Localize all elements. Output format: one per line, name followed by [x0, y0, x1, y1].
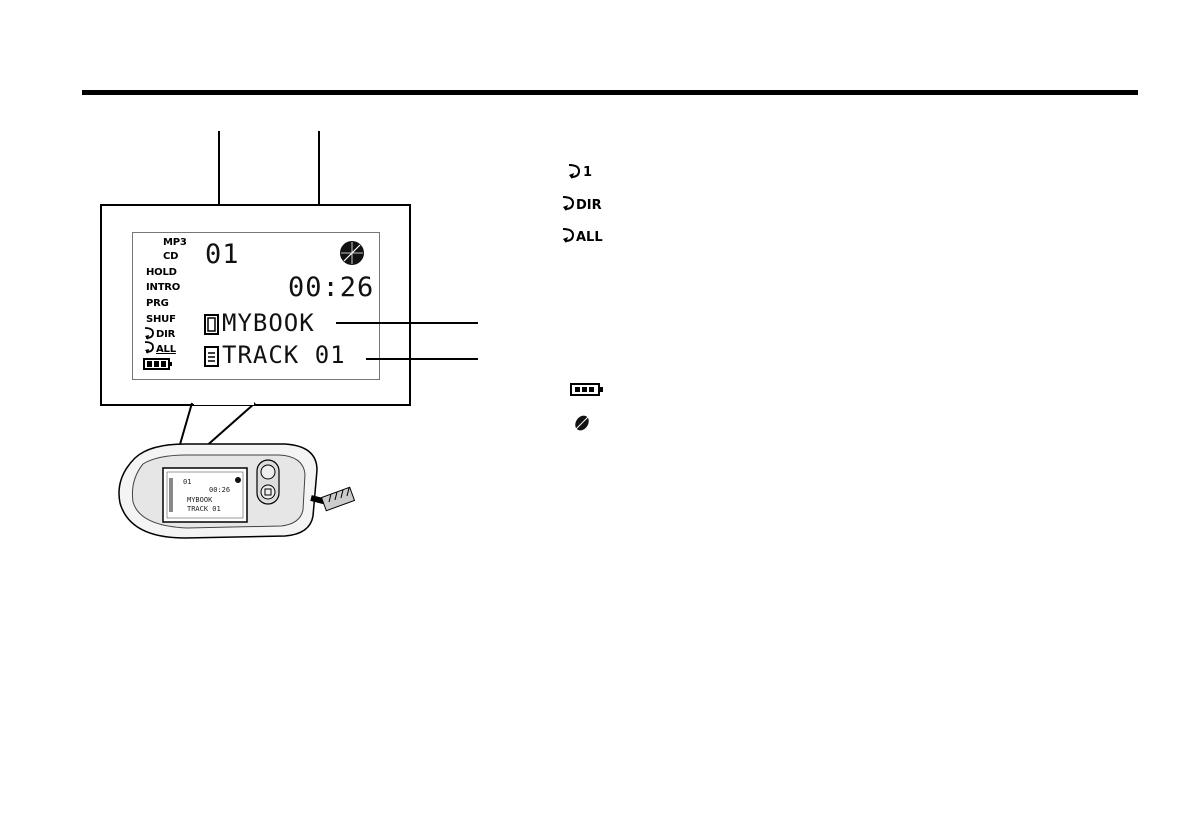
callout-line-track-number [218, 131, 220, 243]
legend-repeat-one: 1 [583, 165, 593, 180]
indicator-mp3: MP3 [163, 237, 187, 248]
legend-repeat-all: ALL [576, 230, 603, 245]
lcd-screen [132, 232, 380, 380]
repeat-arrow-icon [144, 341, 154, 354]
disc-icon [340, 241, 364, 265]
device-cable-connector [320, 486, 356, 512]
device-elapsed-time: 00:26 [209, 486, 230, 494]
repeat-one-icon [568, 164, 581, 179]
battery-icon [143, 358, 172, 370]
repeat-arrow-icon [144, 327, 154, 340]
folder-icon [204, 314, 219, 335]
device-folder-name: MYBOOK [187, 496, 213, 504]
callout-line-folder-name [336, 322, 478, 324]
indicator-prg: PRG [146, 298, 169, 309]
legend-disc-icon [575, 415, 589, 431]
lcd-elapsed-time: 00:26 [288, 272, 375, 303]
repeat-dir-icon [562, 196, 575, 211]
device-file-name: TRACK 01 [187, 505, 221, 513]
repeat-all-icon [562, 228, 575, 243]
device-stop-button [260, 484, 276, 500]
indicator-shuf: SHUF [146, 314, 176, 325]
stop-icon [264, 488, 272, 496]
file-icon [204, 346, 219, 367]
device-disc-icon [235, 477, 241, 483]
legend-battery-icon [570, 383, 603, 396]
lcd-track-number: 01 [205, 239, 240, 270]
device-play-button [260, 464, 276, 480]
lcd-folder-name: MYBOOK [222, 309, 315, 337]
indicator-hold: HOLD [146, 267, 177, 278]
device-indicator-column [169, 478, 173, 512]
device-track-number: 01 [183, 478, 191, 486]
lcd-file-name: TRACK 01 [222, 341, 346, 369]
legend-repeat-dir: DIR [576, 198, 602, 213]
callout-line-file-name [366, 358, 478, 360]
indicator-dir: DIR [156, 329, 176, 340]
indicator-intro: INTRO [146, 282, 181, 293]
header-rule [82, 90, 1138, 95]
lcd-callout-frame [100, 204, 411, 406]
indicator-cd: CD [163, 251, 179, 262]
device-illustration: 01 00:26 MYBOOK TRACK 01 [118, 399, 356, 539]
indicator-all: ALL [156, 344, 176, 355]
